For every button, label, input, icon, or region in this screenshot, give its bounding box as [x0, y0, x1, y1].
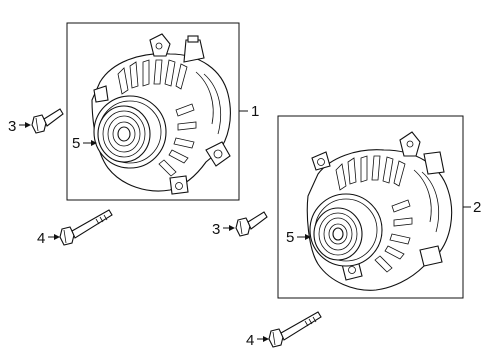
bolt-4-left — [59, 209, 113, 246]
callout-5-lower: 5 — [286, 229, 294, 246]
callout-3-upper: 3 — [8, 118, 16, 135]
bolt-4-bottom — [268, 311, 322, 348]
bolt-3-lower — [235, 211, 268, 237]
alternator-lower — [306, 131, 453, 291]
bolt-3-upper — [31, 108, 64, 134]
callout-5-upper: 5 — [72, 135, 80, 152]
callout-3-lower: 3 — [212, 221, 220, 238]
callout-1: 1 — [251, 103, 259, 120]
alternator-upper — [91, 33, 231, 195]
callout-4-bottom: 4 — [246, 332, 254, 349]
callout-4-left: 4 — [37, 230, 45, 247]
callout-2: 2 — [473, 199, 481, 216]
